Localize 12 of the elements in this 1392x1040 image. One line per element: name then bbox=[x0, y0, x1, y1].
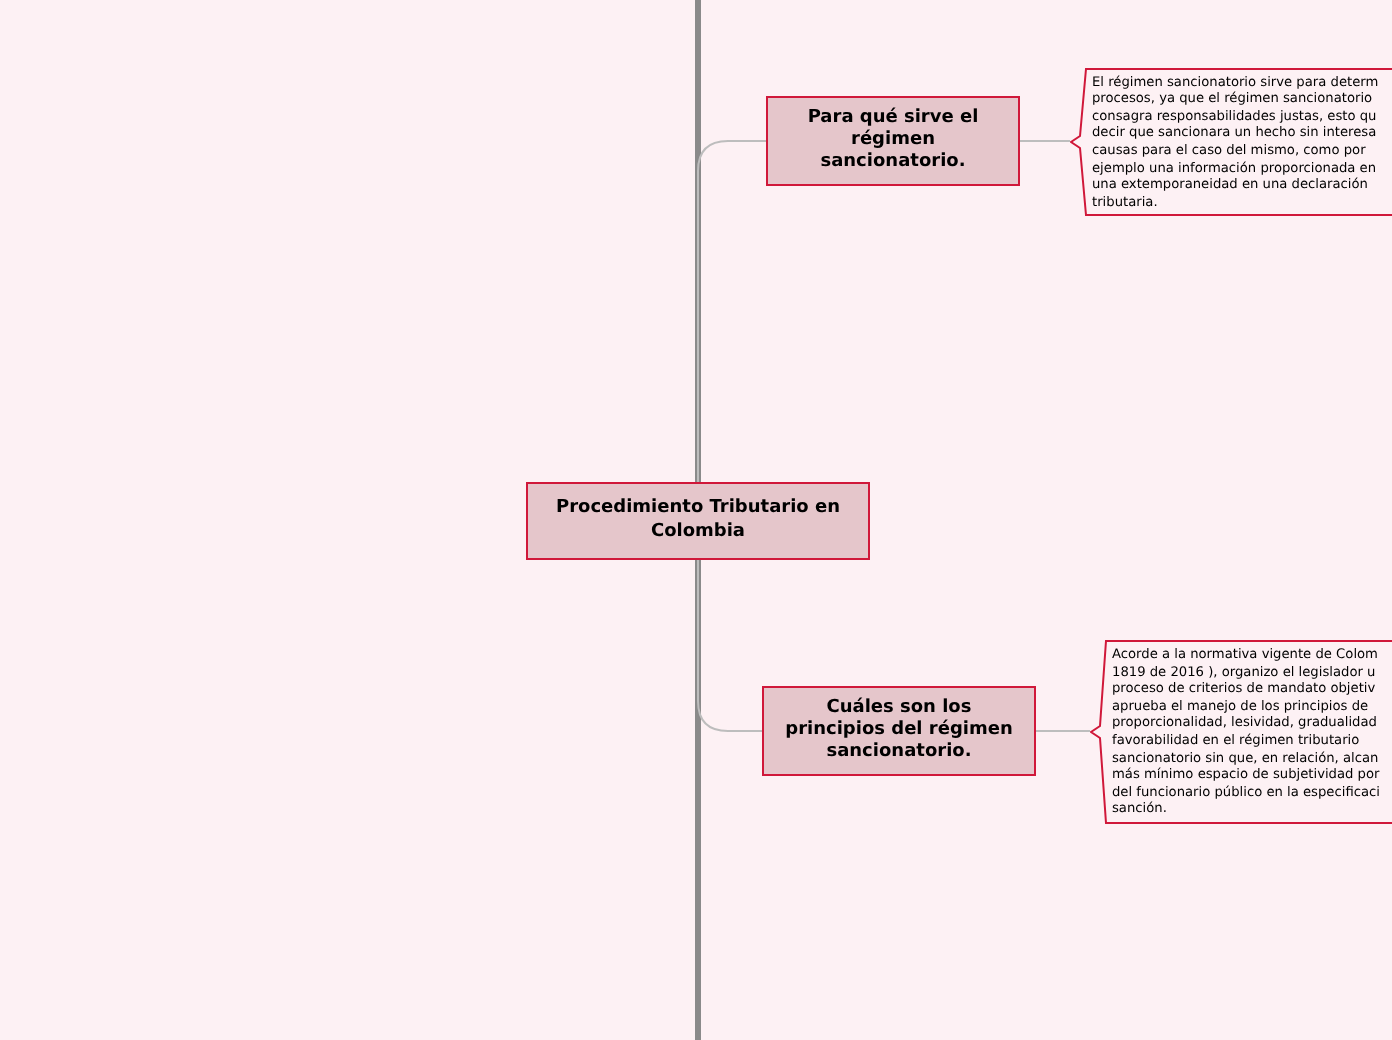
callout-shape bbox=[1090, 640, 1392, 824]
topic-label: Procedimiento Tributario en Colombia bbox=[553, 498, 843, 544]
connector-line bbox=[1019, 140, 1071, 142]
topic-label: Cuáles son los principios del régimen sancionatorio. bbox=[783, 697, 1015, 765]
topic-box bbox=[526, 482, 870, 560]
connector-line bbox=[697, 140, 767, 483]
connector-line bbox=[1035, 730, 1091, 732]
callout-shape bbox=[1070, 68, 1392, 216]
connector-line bbox=[697, 559, 763, 732]
topic-label: Para qué sirve el régimen sancionatorio. bbox=[805, 107, 981, 175]
topic-box bbox=[762, 686, 1036, 776]
topic-box bbox=[766, 96, 1020, 186]
